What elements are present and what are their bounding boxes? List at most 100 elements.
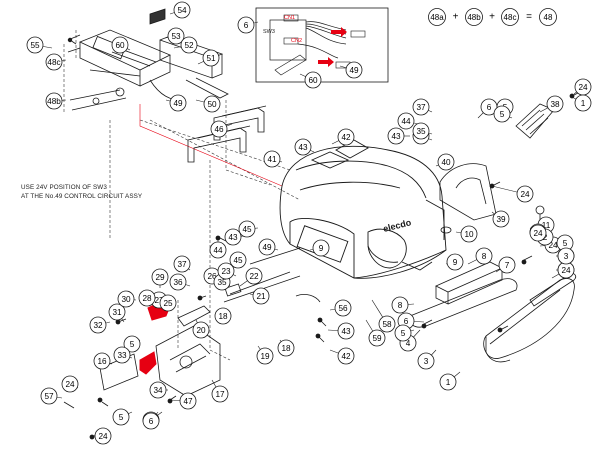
- callout-number: 24: [548, 241, 558, 250]
- callout-32: 32: [89, 316, 107, 334]
- callout-23: 23: [217, 262, 235, 280]
- callout-number: 37: [416, 103, 426, 112]
- callout-number: 6: [244, 21, 249, 30]
- callout-circle: [169, 273, 187, 291]
- callout-number: 21: [256, 292, 266, 301]
- callout-circle: [138, 289, 156, 307]
- callout-number: 28: [142, 294, 152, 303]
- wiring-note-line-2: AT THE No.49 CONTROL CIRCUIT ASSY: [21, 193, 143, 200]
- callout-number: 43: [391, 132, 401, 141]
- formula-plus: +: [489, 12, 495, 23]
- callout-circle: [546, 95, 564, 113]
- callout-circle: [169, 94, 187, 112]
- wiring-note-line-1: USE 24V POSITION OF SW3: [21, 184, 107, 191]
- callout-6: 6: [142, 412, 160, 430]
- inset-cn1-label: CN1: [284, 15, 295, 21]
- callout-24: 24: [516, 185, 534, 203]
- callout-circle: [557, 247, 575, 265]
- callout-circle: [245, 267, 263, 285]
- callout-45: 45: [238, 220, 256, 238]
- callout-number: 22: [249, 272, 259, 281]
- callout-number: 5: [119, 413, 124, 422]
- callout-circle: [112, 408, 130, 426]
- callout-number: 25: [163, 299, 173, 308]
- callout-number: 49: [349, 66, 359, 75]
- callout-number: 37: [177, 260, 187, 269]
- callout-number: 18: [281, 344, 291, 353]
- inset-sw3-label: SW3: [263, 29, 275, 35]
- callout-circle: [89, 316, 107, 334]
- callout-circle: [387, 127, 405, 145]
- callout-number: 7: [505, 261, 510, 270]
- housing-logo: elecdo: [382, 217, 413, 234]
- callout-circle: [159, 294, 177, 312]
- callout-33: 33: [113, 346, 131, 364]
- callout-circle: [252, 287, 270, 305]
- callout-number: 24: [561, 266, 571, 275]
- callout-number: 19: [260, 352, 270, 361]
- callout-circle: [304, 71, 322, 89]
- callout-circle: [412, 122, 430, 140]
- red-lead-wire: [139, 104, 283, 187]
- callout-number: 44: [213, 246, 223, 255]
- callout-44: 44: [397, 112, 415, 130]
- control-box-assembly: [67, 8, 229, 111]
- callout-57: 57: [40, 387, 58, 405]
- inset-board: [269, 19, 307, 61]
- callout-circle: [337, 322, 355, 340]
- callout-circle: [192, 321, 210, 339]
- callout-7: 7: [498, 256, 516, 274]
- callout-21: 21: [252, 287, 270, 305]
- callout-number: 1: [446, 378, 451, 387]
- callout-number: 49: [173, 99, 183, 108]
- callout-number: 16: [97, 357, 107, 366]
- callout-circle: [167, 27, 185, 45]
- callout-59: 59: [368, 329, 386, 347]
- callout-circle: [493, 105, 511, 123]
- callout-24: 24: [94, 427, 112, 445]
- callout-52: 52: [180, 36, 198, 54]
- callout-5: 5: [556, 234, 574, 252]
- callout-number: 20: [196, 326, 206, 335]
- callout-number: 10: [464, 230, 474, 239]
- callout-circle: [574, 94, 592, 112]
- callout-number: 43: [298, 143, 308, 152]
- callout-circle: [437, 153, 455, 171]
- callout-20: 20: [192, 321, 210, 339]
- callout-number: 57: [44, 392, 54, 401]
- svg-text:48: 48: [544, 13, 553, 22]
- callout-number: 24: [578, 83, 588, 92]
- callout-18: 18: [277, 339, 295, 357]
- callout-circle: [263, 150, 281, 168]
- callout-43: 43: [224, 228, 242, 246]
- callout-circle: [173, 1, 191, 19]
- callout-circle: [277, 339, 295, 357]
- callout-49: 49: [345, 61, 363, 79]
- callout-circle: [237, 16, 255, 34]
- formula-equals: =: [526, 12, 532, 23]
- callout-58: 58: [378, 315, 396, 333]
- callout-number: 11: [542, 221, 551, 230]
- callout-number: 30: [121, 295, 131, 304]
- callout-25: 25: [159, 294, 177, 312]
- callout-circle: [40, 387, 58, 405]
- callout-number: 43: [341, 327, 351, 336]
- callout-number: 51: [206, 54, 216, 63]
- callout-circle: [108, 303, 126, 321]
- callout-circle: [412, 98, 430, 116]
- callout-circle: [214, 307, 232, 325]
- callout-46: 46: [210, 120, 228, 138]
- callout-circle: [312, 239, 330, 257]
- callout-number: 2: [543, 233, 548, 242]
- callout-circle: [417, 352, 435, 370]
- callout-number: 5: [563, 239, 568, 248]
- callout-circle: [337, 128, 355, 146]
- callout-number: 24: [98, 432, 108, 441]
- callout-43: 43: [337, 322, 355, 340]
- callout-circle: [256, 347, 274, 365]
- callout-number: 17: [215, 390, 225, 399]
- callout-circle: [516, 185, 534, 203]
- callout-24: 24: [574, 78, 592, 96]
- callout-circle: [397, 112, 415, 130]
